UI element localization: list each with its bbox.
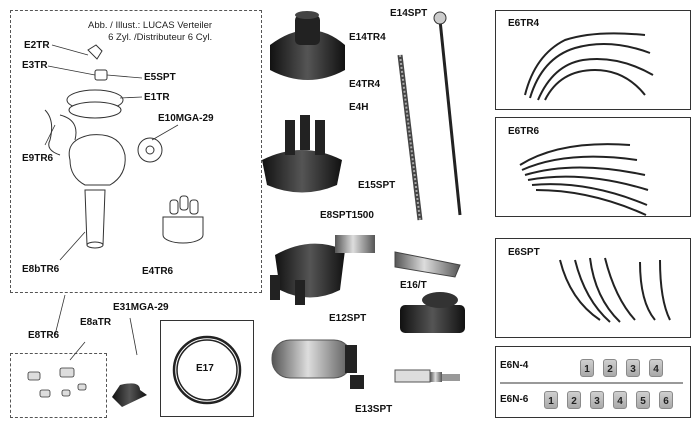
marker-6-2: 2 — [567, 391, 581, 409]
label-e8btr6: E8bTR6 — [22, 264, 60, 275]
ht-leads-e6tr4 — [524, 32, 654, 101]
marker-4-1: 1 — [580, 359, 594, 377]
label-e6spt: E6SPT — [508, 247, 540, 258]
label-e2tr: E2TR — [24, 40, 50, 51]
rubber-boot — [112, 383, 147, 407]
spark-plug-e13spt — [394, 369, 460, 383]
label-e3tr: E3TR — [22, 60, 48, 71]
coil-e12spt — [271, 339, 364, 389]
distributor-exploded-frame — [10, 10, 262, 293]
marker-6-1: 1 — [544, 391, 558, 409]
marker-6-4: 4 — [613, 391, 627, 409]
illustration-note-line2: 6 Zyl. /Distributeur 6 Cyl. — [108, 32, 213, 43]
illustration-note-line1: Abb. / Illust.: LUCAS Verteiler — [88, 20, 213, 31]
label-e8spt1500: E8SPT1500 — [320, 210, 374, 221]
cap-e4h — [262, 115, 342, 193]
ht-leads-e6spt — [559, 257, 671, 323]
label-e4h: E4H — [349, 102, 369, 113]
label-e1tr: E1TR — [144, 92, 170, 103]
label-e5spt: E5SPT — [144, 72, 176, 83]
switch-e16t — [400, 292, 465, 333]
cap-e4tr4 — [270, 11, 345, 80]
label-e6tr4: E6TR4 — [508, 18, 540, 29]
marker-4-4: 4 — [649, 359, 663, 377]
leader-lines — [44, 44, 179, 361]
distributor-e8spt1500 — [270, 235, 375, 305]
e6n-frame — [495, 346, 691, 418]
label-e8atr: E8aTR — [80, 317, 112, 328]
label-e4tr4: E4TR4 — [349, 79, 381, 90]
marker-4-3: 3 — [626, 359, 640, 377]
marker-4-2: 2 — [603, 359, 617, 377]
label-e16t: E16/T — [400, 280, 427, 291]
e17-coil — [172, 335, 242, 405]
label-e15spt: E15SPT — [358, 180, 396, 191]
label-e31mga29: E31MGA-29 — [113, 302, 169, 313]
marker-6-6: 6 — [659, 391, 673, 409]
e6tr4-frame — [495, 10, 691, 110]
illustration-note: Abb. / Illust.: LUCAS Verteiler 6 Zyl. /… — [88, 20, 212, 44]
ht-leads-e6tr6 — [519, 143, 649, 216]
marker-6-5: 5 — [636, 391, 650, 409]
label-e9tr6: E9TR6 — [22, 153, 54, 164]
small-parts-frame — [10, 353, 107, 418]
earth-strap-e14tr4 — [397, 54, 423, 221]
earth-strap-e14spt — [438, 19, 462, 216]
label-e4tr6: E4TR6 — [142, 266, 174, 277]
e6spt-frame — [495, 238, 691, 338]
label-e10mga29: E10MGA-29 — [158, 113, 214, 124]
battery-terminal-e15spt — [394, 251, 461, 278]
distributor-line-art — [44, 44, 204, 249]
label-e14tr4: E14TR4 — [349, 32, 386, 43]
label-e17: E17 — [196, 363, 214, 374]
label-e6n6: E6N-6 — [500, 394, 529, 405]
marker-6-3: 3 — [590, 391, 604, 409]
label-e6tr6: E6TR6 — [508, 126, 540, 137]
label-e13spt: E13SPT — [355, 404, 393, 415]
small-parts — [27, 367, 87, 398]
e6tr6-frame — [495, 117, 691, 217]
e17-frame — [160, 320, 254, 417]
label-e14spt: E14SPT — [390, 8, 428, 19]
label-e12spt: E12SPT — [329, 313, 367, 324]
label-e8tr6: E8TR6 — [28, 330, 60, 341]
label-e6n4: E6N-4 — [500, 360, 529, 371]
